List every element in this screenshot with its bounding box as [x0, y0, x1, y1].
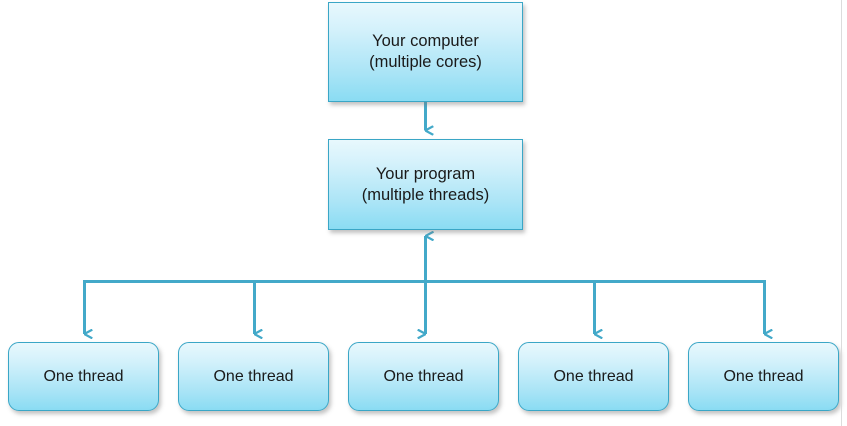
node-your-program-label: Your program (multiple threads): [361, 164, 490, 204]
node-thread-1[interactable]: One thread: [8, 342, 159, 411]
node-thread-3-label: One thread: [383, 367, 464, 385]
node-your-computer[interactable]: Your computer (multiple cores): [328, 2, 523, 102]
node-thread-3[interactable]: One thread: [348, 342, 499, 411]
node-thread-5[interactable]: One thread: [688, 342, 839, 411]
node-your-computer-label: Your computer (multiple cores): [369, 32, 482, 71]
node-your-program[interactable]: Your program (multiple threads): [328, 139, 523, 230]
node-thread-1-label: One thread: [43, 367, 124, 385]
page-edge-rule: [841, 0, 842, 426]
node-thread-2[interactable]: One thread: [178, 342, 329, 411]
node-thread-4[interactable]: One thread: [518, 342, 669, 411]
node-thread-2-label: One thread: [213, 367, 294, 385]
node-thread-5-label: One thread: [723, 367, 804, 385]
node-thread-4-label: One thread: [553, 367, 634, 385]
